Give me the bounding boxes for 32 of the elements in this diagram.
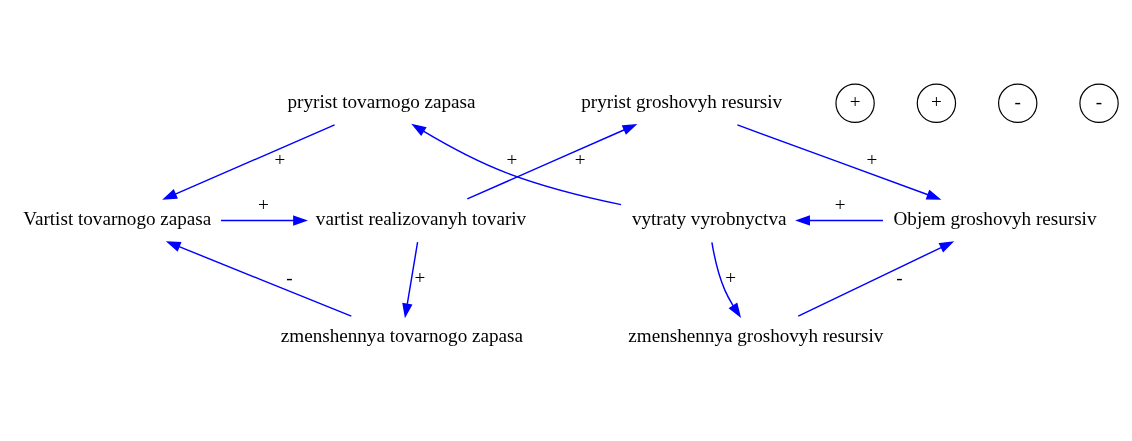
- node-text: vartist realizovanyh tovariv: [315, 208, 527, 230]
- node-text: pryrist groshovyh resursiv: [581, 90, 783, 112]
- node-text: vytraty vyrobnyctva: [631, 208, 787, 230]
- edge-label: +: [725, 266, 737, 288]
- node-text: pryrist tovarnogo zapasa: [287, 90, 476, 112]
- edge-label: +: [506, 149, 518, 171]
- node-text: zmenshennya groshovyh resursiv: [628, 325, 884, 347]
- arrow: [736, 124, 942, 200]
- arrow: [411, 123, 622, 206]
- edge-label: +: [834, 193, 846, 215]
- node-text: Vartist tovarnogo zapasa: [23, 208, 212, 230]
- arrow: [165, 241, 353, 317]
- label: -: [1014, 90, 1021, 112]
- label: +: [931, 90, 942, 112]
- arrow: [797, 241, 955, 317]
- node-text: Objem groshovyh resursiv: [893, 208, 1097, 230]
- arrow: [162, 124, 336, 200]
- edge-label: -: [896, 266, 903, 288]
- label: +: [849, 90, 861, 112]
- arrow: [795, 215, 884, 226]
- arrow: [220, 215, 308, 226]
- edge-label: +: [274, 149, 286, 171]
- edge-label: +: [258, 193, 269, 215]
- edge-label: -: [286, 266, 293, 288]
- label: -: [1095, 90, 1103, 112]
- arrow: [466, 124, 638, 200]
- arrow: [402, 241, 419, 319]
- arrow: [711, 241, 742, 318]
- node-text: zmenshennya tovarnogo zapasa: [280, 325, 523, 347]
- edge-label: +: [866, 149, 878, 171]
- edge-label: +: [414, 266, 426, 288]
- edge-label: +: [574, 149, 586, 171]
